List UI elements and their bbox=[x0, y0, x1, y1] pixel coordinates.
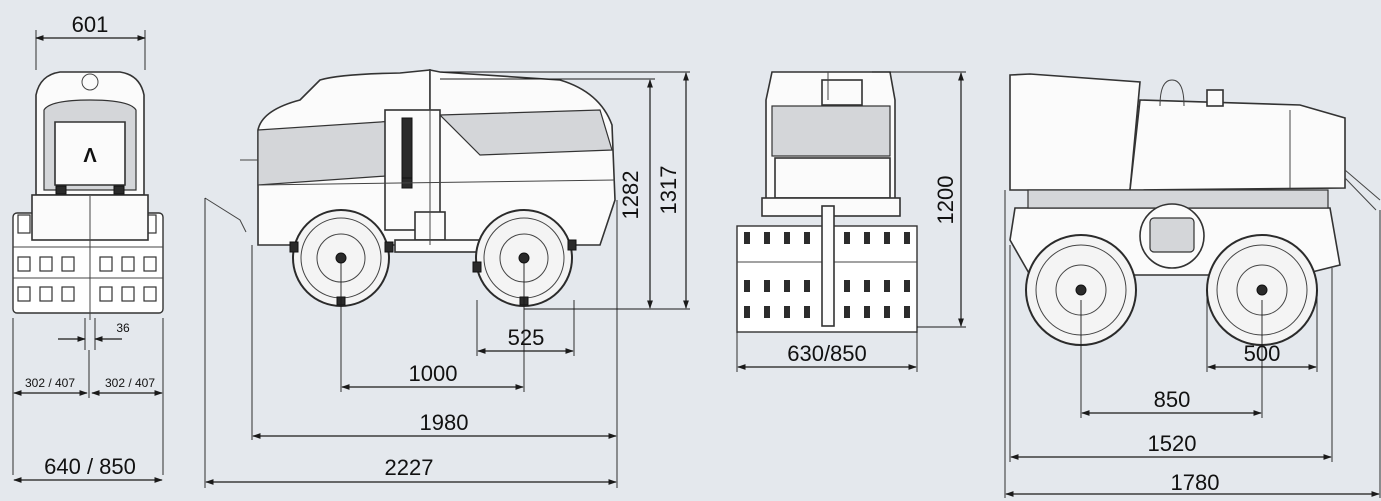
dim-36: 36 bbox=[116, 321, 130, 335]
dim-1520: 1520 bbox=[1148, 431, 1197, 456]
side2-dimensions: 500 850 1520 1780 bbox=[1004, 190, 1381, 498]
rear-body bbox=[761, 71, 901, 217]
dim-2227: 2227 bbox=[385, 455, 434, 480]
front-dimensions: 601 36 302 / 407 302 / 407 640 / 850 bbox=[12, 12, 164, 483]
dim-1000: 1000 bbox=[409, 361, 458, 386]
dim-1282: 1282 bbox=[618, 171, 643, 220]
dim-1317: 1317 bbox=[656, 166, 681, 215]
front-view: Λ 601 36 302 / 407 302 / 407 640 / 850 bbox=[12, 12, 164, 483]
side-view-2: 500 850 1520 1780 bbox=[1004, 73, 1381, 498]
rear-pads bbox=[736, 205, 918, 333]
dim-601: 601 bbox=[72, 12, 109, 37]
dim-pad-right: 302 / 407 bbox=[105, 376, 155, 390]
logo-mark: Λ bbox=[83, 145, 97, 167]
side-view: 1282 1317 525 1000 1980 2227 bbox=[204, 69, 690, 488]
dim-pad-left: 302 / 407 bbox=[25, 376, 75, 390]
dim-1980: 1980 bbox=[420, 410, 469, 435]
dim-1200: 1200 bbox=[933, 176, 958, 225]
dim-640-850: 640 / 850 bbox=[44, 454, 136, 479]
dim-525: 525 bbox=[508, 325, 545, 350]
dim-1780: 1780 bbox=[1171, 470, 1220, 495]
front-body: Λ bbox=[31, 71, 149, 320]
dim-850: 850 bbox=[1154, 387, 1191, 412]
dim-630-850: 630/850 bbox=[787, 341, 867, 366]
rear-view: 1200 630/850 bbox=[736, 71, 966, 372]
side-body bbox=[204, 69, 616, 253]
side-dimensions: 1282 1317 525 1000 1980 2227 bbox=[204, 71, 690, 488]
rear-dimensions: 1200 630/850 bbox=[736, 71, 966, 372]
